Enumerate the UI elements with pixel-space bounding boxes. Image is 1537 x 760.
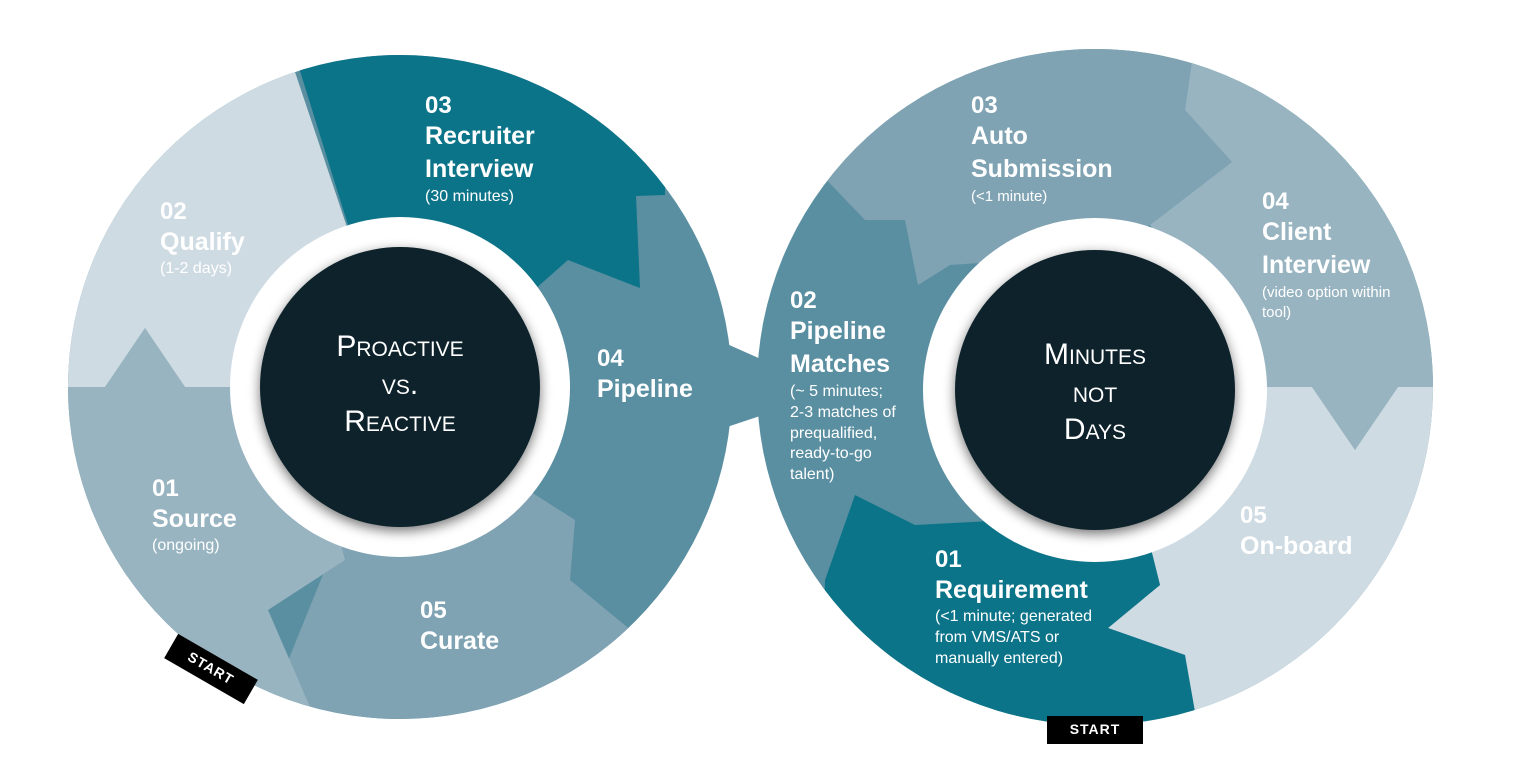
- step-number: 03: [971, 92, 998, 119]
- step-number: 02: [160, 198, 187, 225]
- left-hub-line-3: Reactive: [344, 405, 456, 438]
- right-hub-line-1: Minutes: [1044, 338, 1146, 371]
- step-detail-line-1: (<1 minute; generated: [935, 608, 1092, 626]
- step-number: 05: [1240, 502, 1267, 529]
- right-step-03: 03 Auto Submission (<1 minute): [971, 92, 1113, 207]
- step-detail: (1-2 days): [160, 260, 233, 278]
- step-number: 01: [935, 546, 962, 573]
- left-hub-line-2: vs.: [381, 367, 419, 401]
- left-step-04: 04 Pipeline: [597, 345, 693, 406]
- step-detail: (ongoing): [152, 537, 220, 555]
- right-step-01: 01 Requirement (<1 minute; generated fro…: [935, 546, 1092, 670]
- left-step-01: 01 Source (ongoing): [152, 475, 237, 557]
- step-title-line-2: Submission: [971, 155, 1113, 184]
- step-title: Client: [1262, 217, 1332, 246]
- left-segment-recruiter-interview: [295, 55, 665, 320]
- left-hub-text: Proactive vs. Reactive: [300, 328, 500, 441]
- left-hub-line-1: Proactive: [336, 330, 464, 363]
- step-detail: (30 minutes): [425, 188, 514, 206]
- step-title-line-2: Interview: [1262, 251, 1371, 280]
- right-hub-text: Minutes not Days: [995, 336, 1195, 449]
- step-title-line-2: Matches: [790, 350, 891, 379]
- step-detail-line-5: talent): [790, 466, 835, 484]
- step-detail-line-2: from VMS/ATS or: [935, 629, 1060, 647]
- step-title: Qualify: [160, 227, 245, 256]
- step-title: Curate: [420, 626, 500, 655]
- step-detail-line-2: tool): [1262, 303, 1292, 321]
- step-title: Requirement: [935, 575, 1088, 604]
- step-detail-line-3: prequalified,: [790, 424, 878, 442]
- left-start-label-bg: [164, 633, 258, 705]
- right-hub-line-3: Days: [1063, 413, 1127, 446]
- step-title: Pipeline: [597, 374, 693, 403]
- step-number: 05: [420, 597, 447, 624]
- step-detail-line-2: 2-3 matches of: [790, 403, 896, 421]
- step-detail-line-4: ready-to-go: [790, 445, 872, 463]
- step-number: 01: [152, 475, 179, 502]
- step-title: On-board: [1240, 531, 1353, 560]
- step-title: Pipeline: [790, 316, 886, 345]
- step-number: 03: [425, 92, 452, 119]
- right-start-label-bg: [1047, 716, 1143, 744]
- right-step-02: 02 Pipeline Matches (~ 5 minutes; 2-3 ma…: [790, 287, 896, 486]
- step-number: 04: [597, 345, 624, 372]
- right-step-05: 05 On-board: [1240, 502, 1353, 563]
- step-number: 04: [1262, 188, 1289, 215]
- step-detail-line-1: (video option within: [1262, 284, 1391, 302]
- right-start-label: START: [1069, 721, 1121, 737]
- step-title-line-2: Interview: [425, 155, 534, 184]
- step-title: Auto: [971, 121, 1028, 150]
- step-detail-line-3: manually entered): [935, 649, 1064, 667]
- step-title: Recruiter: [425, 121, 535, 150]
- right-step-04: 04 Client Interview (video option within…: [1262, 188, 1390, 322]
- right-hub: [955, 250, 1235, 530]
- left-step-03: 03 Recruiter Interview (30 minutes): [425, 92, 535, 208]
- right-hub-line-2: not: [1072, 375, 1118, 409]
- left-step-05: 05 Curate: [420, 597, 499, 658]
- step-detail-line-1: (~ 5 minutes;: [790, 383, 883, 401]
- left-hub: [260, 247, 540, 527]
- left-step-02: 02 Qualify (1-2 days): [160, 198, 245, 280]
- step-title: Source: [152, 504, 237, 533]
- step-detail-line-1: (<1 minute): [971, 188, 1048, 206]
- step-number: 02: [790, 287, 817, 314]
